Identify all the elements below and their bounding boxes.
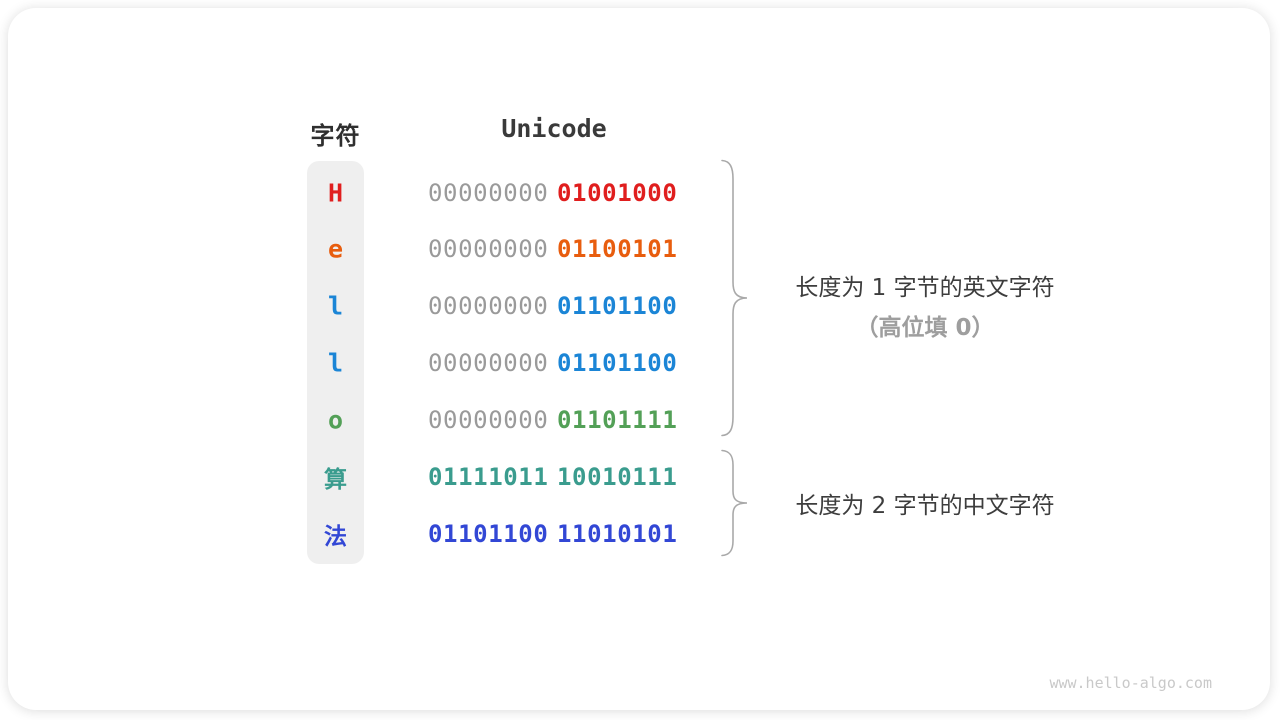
brace-english-group [721,159,748,437]
byte-2: 01100101 [557,235,678,264]
byte-2: 01101100 [557,292,678,321]
character-column-background [307,161,364,564]
encoding-row: 算 01111011 10010111 [0,448,1280,505]
encoding-row: H 00000000 01001000 [0,164,1280,221]
byte-1: 00000000 [428,235,549,264]
annotation-english-line2: （高位填 0） [855,315,995,341]
column-header-unicode: Unicode [501,114,607,143]
byte-1: 00000000 [428,349,549,378]
character-cell: l [327,348,344,378]
byte-1: 00000000 [428,178,549,207]
encoding-row: e 00000000 01100101 [0,221,1280,278]
character-cell: H [327,178,344,207]
byte-2: 10010111 [557,462,678,491]
annotation-english-line1: 长度为 1 字节的英文字符 [795,275,1055,301]
byte-1: 00000000 [428,405,549,434]
watermark-url: www.hello-algo.com [1049,674,1212,692]
encoding-row: l 00000000 01101100 [0,335,1280,392]
byte-2: 01101100 [557,349,678,378]
character-cell: e [327,234,344,264]
encoding-row: 法 01101100 11010101 [0,505,1280,562]
byte-1: 01111011 [428,462,549,491]
annotation-chinese: 长度为 2 字节的中文字符 [795,493,1055,519]
encoding-row: o 00000000 01101111 [0,391,1280,448]
character-cell: 算 [324,466,347,493]
byte-2: 11010101 [557,519,678,548]
byte-2: 01001000 [557,178,678,207]
byte-1: 00000000 [428,292,549,321]
brace-chinese-group [721,449,748,557]
column-header-character: 字符 [310,122,361,150]
figure-card [8,8,1270,710]
character-cell: 法 [324,523,347,550]
byte-1: 01101100 [428,519,549,548]
encoding-row: l 00000000 01101100 [0,278,1280,335]
byte-2: 01101111 [557,405,678,434]
character-cell: o [327,405,344,435]
character-cell: l [327,291,344,321]
